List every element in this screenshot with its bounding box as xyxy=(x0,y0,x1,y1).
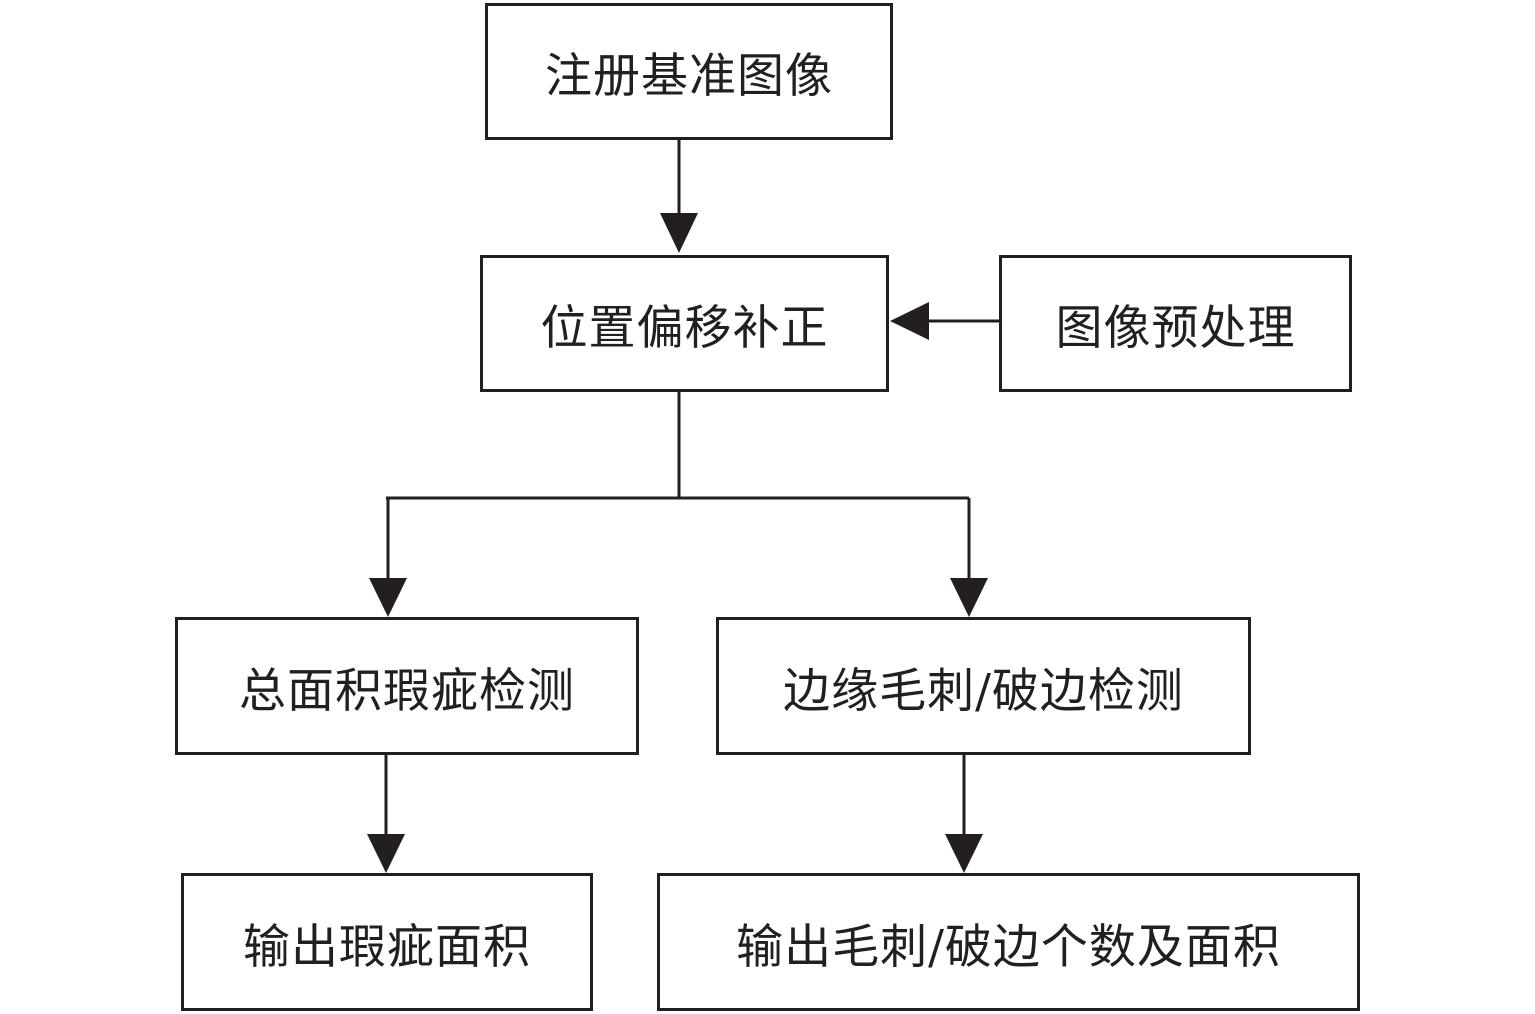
node-label: 位置偏移补正 xyxy=(540,301,829,356)
node-label: 边缘毛刺/破边检测 xyxy=(783,663,1184,719)
node-label: 总面积瑕疵检测 xyxy=(239,663,575,719)
arrowhead-register-to-correct xyxy=(660,213,698,253)
arrowhead-to-output-edge xyxy=(945,834,983,873)
node-image-preprocessing: 图像预处理 xyxy=(999,255,1352,392)
node-output-defect-area: 输出瑕疵面积 xyxy=(181,873,593,1011)
node-label: 注册基准图像 xyxy=(545,49,833,104)
node-register-reference-image: 注册基准图像 xyxy=(485,3,893,140)
node-label: 输出毛刺/破边个数及面积 xyxy=(736,919,1281,975)
node-edge-burr-detection: 边缘毛刺/破边检测 xyxy=(716,617,1251,755)
arrowhead-to-area xyxy=(369,578,407,617)
node-position-offset-correction: 位置偏移补正 xyxy=(480,255,889,392)
node-output-burr-count-and-area: 输出毛刺/破边个数及面积 xyxy=(657,873,1360,1011)
node-total-area-defect-detection: 总面积瑕疵检测 xyxy=(175,617,639,755)
arrowhead-preprocess-to-correct xyxy=(890,302,929,340)
arrowhead-to-edge xyxy=(950,578,988,617)
node-label: 输出瑕疵面积 xyxy=(243,919,531,975)
node-label: 图像预处理 xyxy=(1055,301,1296,356)
arrowhead-to-output-area xyxy=(367,834,405,873)
